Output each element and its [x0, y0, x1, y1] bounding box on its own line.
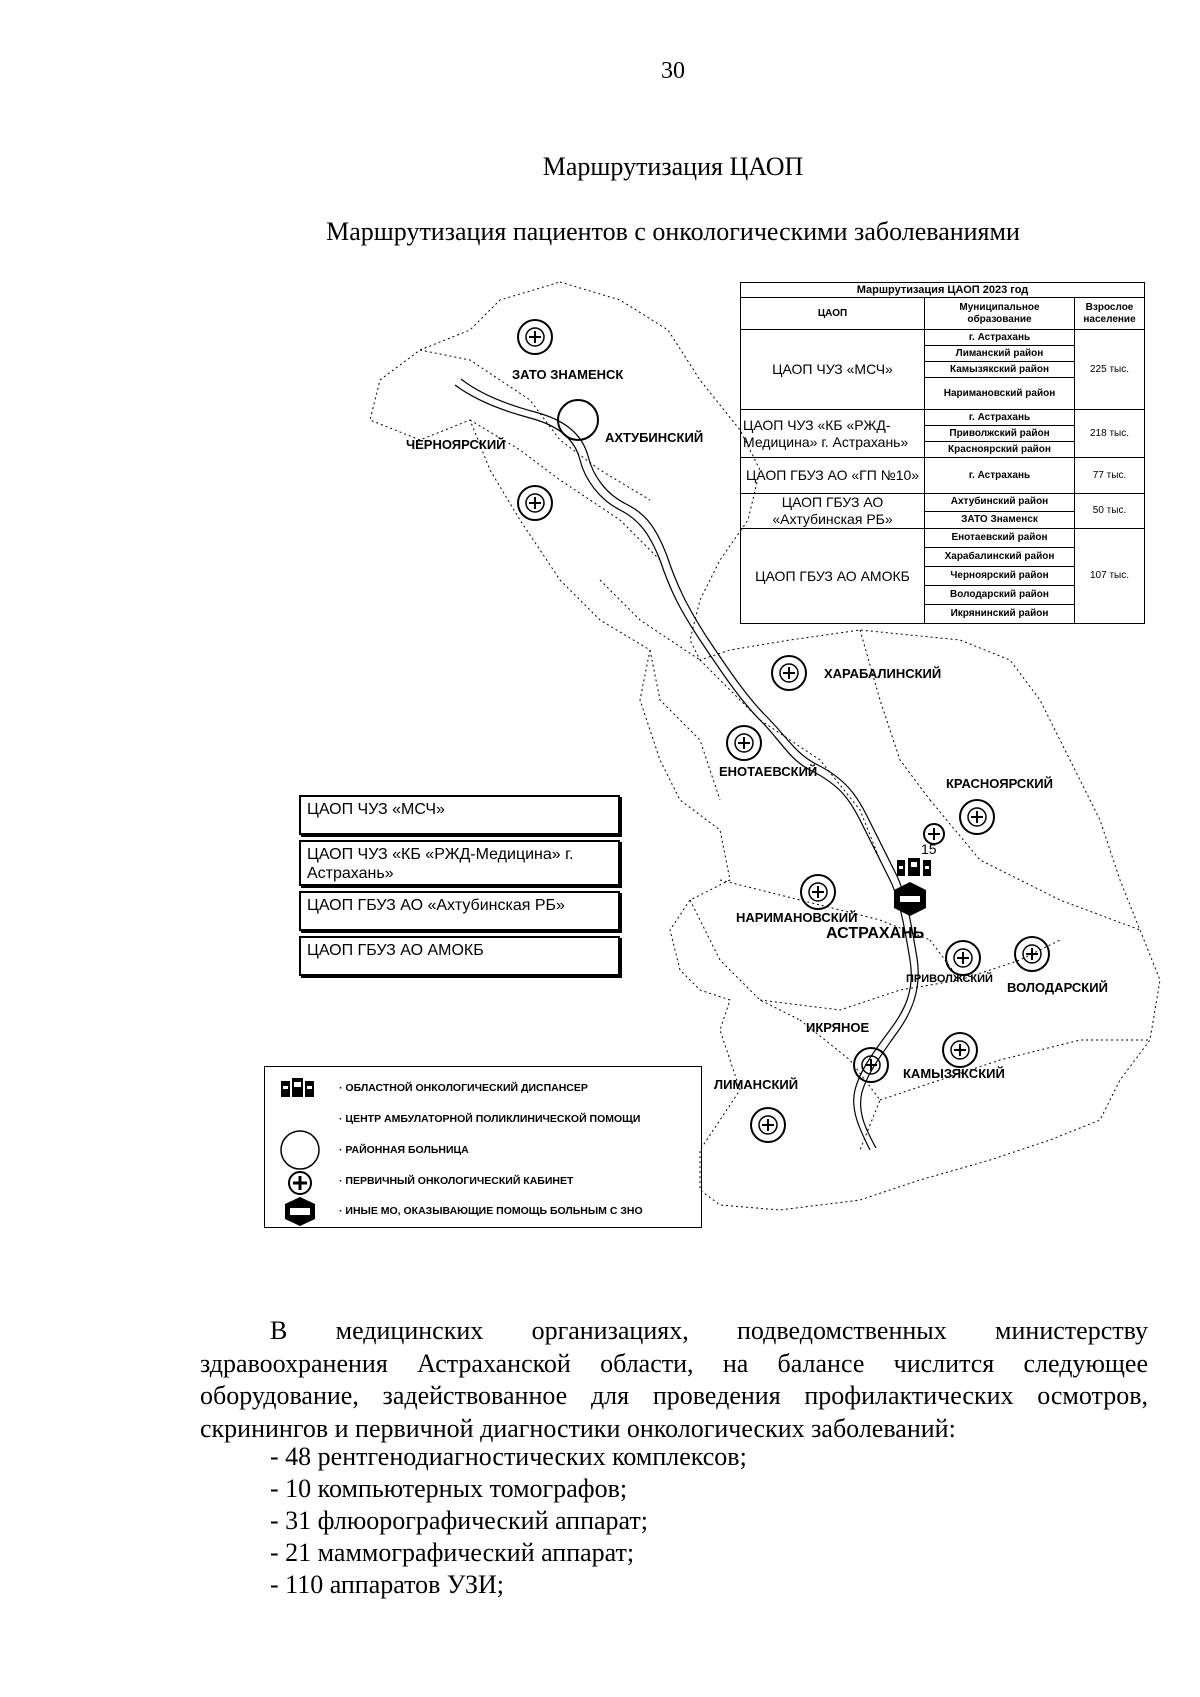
plus-circle-icon: [942, 1032, 978, 1068]
plus-circle-icon: [288, 1171, 312, 1195]
table-population-cell: 218 тыс.: [1073, 409, 1146, 458]
circle-icon: [280, 1130, 320, 1170]
table-cell: Наримановский район: [924, 377, 1075, 410]
list-item: - 48 рентгенодиагностических комплексов;: [270, 1442, 747, 1471]
plus-circle-icon: [923, 823, 945, 845]
hex-cross-icon: [894, 882, 926, 916]
legend-label-caop: · ЦЕНТР АМБУЛАТОРНОЙ ПОЛИКЛИНИЧЕСКОЙ ПОМ…: [339, 1113, 641, 1125]
table-header: Муниципальное образование: [924, 297, 1075, 330]
plus-circle-icon: [771, 655, 807, 691]
region-map: [369, 281, 1161, 1211]
plus-circle-icon: [800, 874, 836, 910]
org-box-akhtubinsk: ЦАОП ГБУЗ АО «Ахтубинская РБ»: [299, 891, 620, 931]
map-label-enotaevsky: ЕНОТАЕВСКИЙ: [719, 764, 818, 779]
dispensary-icon: [897, 858, 931, 876]
body-paragraph: В медицинских организациях, подведомстве…: [200, 1316, 1148, 1443]
map-label-chernoyarsky: ЧЕРНОЯРСКИЙ: [406, 437, 506, 452]
map-legend: · ОБЛАСТНОЙ ОНКОЛОГИЧЕСКИЙ ДИСПАНСЕР · Ц…: [264, 1066, 702, 1228]
dispensary-icon: [281, 1078, 314, 1097]
map-label-limansky: ЛИМАНСКИЙ: [714, 1077, 799, 1092]
map-label-volodarsky: ВОЛОДАРСКИЙ: [1007, 980, 1108, 995]
table-population-cell: 77 тыс.: [1073, 457, 1146, 494]
table-cell: ЗАТО Знаменск: [924, 510, 1075, 529]
table-cell: Красноярский район: [924, 441, 1075, 458]
table-org-cell: ЦАОП ГБУЗ АО «Ахтубинская РБ»: [740, 493, 925, 529]
legend-label-district-hospital: · РАЙОННАЯ БОЛЬНИЦА: [339, 1144, 469, 1156]
list-item: - 110 аппаратов УЗИ;: [270, 1570, 505, 1599]
map-label-astrakhan: АСТРАХАНЬ: [826, 925, 925, 942]
map-label-privolzhsky: ПРИВОЛЖСКИЙ: [906, 973, 993, 985]
legend-label-dispensary: · ОБЛАСТНОЙ ОНКОЛОГИЧЕСКИЙ ДИСПАНСЕР: [339, 1082, 588, 1094]
table-cell: Камызякский район: [924, 361, 1075, 378]
map-label-krasnoyarsky: КРАСНОЯРСКИЙ: [946, 776, 1053, 791]
legend-label-primary-cabinet: · ПЕРВИЧНЫЙ ОНКОЛОГИЧЕСКИЙ КАБИНЕТ: [339, 1175, 574, 1187]
table-cell: г. Астрахань: [924, 409, 1075, 426]
table-org-cell: ЦАОП ЧУЗ «МСЧ»: [740, 329, 925, 410]
circle-icon: [557, 399, 599, 441]
plus-circle-icon: [750, 1107, 786, 1143]
org-box-amokb: ЦАОП ГБУЗ АО АМОКБ: [299, 936, 620, 976]
plus-circle-icon: [517, 485, 553, 521]
table-org-cell: ЦАОП ЧУЗ «КБ «РЖД-Медицина» г. Астрахань…: [740, 409, 925, 458]
section-title: Маршрутизация ЦАОП: [542, 152, 804, 181]
list-item: - 31 флюорографический аппарат;: [270, 1506, 649, 1535]
map-label-narimanovsky: НАРИМАНОВСКИЙ: [736, 910, 858, 925]
page-number: 30: [661, 58, 685, 84]
table-cell: Черноярский район: [924, 566, 1075, 586]
hex-cross-icon: [285, 1197, 315, 1226]
table-population-cell: 107 тыс.: [1073, 528, 1146, 624]
table-cell: Икрянинский район: [924, 604, 1075, 624]
table-cell: Приволжский район: [924, 425, 1075, 442]
table-header: ЦАОП: [740, 297, 925, 330]
plus-circle-icon: [945, 940, 981, 976]
list-item: - 21 маммографический аппарат;: [270, 1538, 635, 1567]
map-label-zato: ЗАТО ЗНАМЕНСК: [512, 367, 624, 382]
plus-circle-icon: [726, 725, 762, 761]
table-cell: Енотаевский район: [924, 528, 1075, 548]
map-label-kamyzyaksky: КАМЫЗЯКСКИЙ: [903, 1066, 1005, 1081]
plus-circle-icon: [1014, 936, 1050, 972]
legend-label-other-mo: · ИНЫЕ МО, ОКАЗЫВАЮЩИЕ ПОМОЩЬ БОЛЬНЫМ С …: [339, 1205, 643, 1217]
table-cell: г. Астрахань: [924, 329, 1075, 346]
map-label-akhtubinsky: АХТУБИНСКИЙ: [605, 430, 704, 445]
table-caption: Маршрутизация ЦАОП 2023 год: [739, 282, 1146, 298]
table-org-cell: ЦАОП ГБУЗ АО АМОКБ: [740, 528, 925, 624]
table-cell: Ахтубинский район: [924, 493, 1075, 512]
org-box-rzhd: ЦАОП ЧУЗ «КБ «РЖД-Медицина» г. Астрахань…: [299, 840, 620, 886]
org-box-msch: ЦАОП ЧУЗ «МСЧ»: [299, 795, 620, 835]
table-cell: г. Астрахань: [924, 457, 1075, 494]
table-population-cell: 225 тыс.: [1073, 329, 1146, 410]
table-cell: Харабалинский район: [924, 547, 1075, 567]
map-label-ikryanoe: ИКРЯНОЕ: [806, 1020, 870, 1035]
table-org-cell: ЦАОП ГБУЗ АО «ГП №10»: [740, 457, 925, 494]
map-label-15: 15: [921, 841, 937, 857]
map-label-kharabalinsky: ХАРАБАЛИНСКИЙ: [824, 666, 942, 681]
list-item: - 10 компьютерных томографов;: [270, 1474, 628, 1503]
plus-circle-icon: [517, 319, 553, 355]
table-population-cell: 50 тыс.: [1073, 493, 1146, 529]
map-title: Маршрутизация пациентов с онкологическим…: [326, 217, 1020, 246]
table-cell: Володарский район: [924, 585, 1075, 605]
table-cell: Лиманский район: [924, 345, 1075, 362]
table-header: Взрослое население: [1073, 297, 1146, 330]
river: [454, 384, 912, 1151]
routing-table: Маршрутизация ЦАОП 2023 год ЦАОП Муницип…: [739, 282, 1146, 624]
plus-circle-icon: [853, 1047, 889, 1083]
plus-circle-icon: [959, 799, 995, 835]
